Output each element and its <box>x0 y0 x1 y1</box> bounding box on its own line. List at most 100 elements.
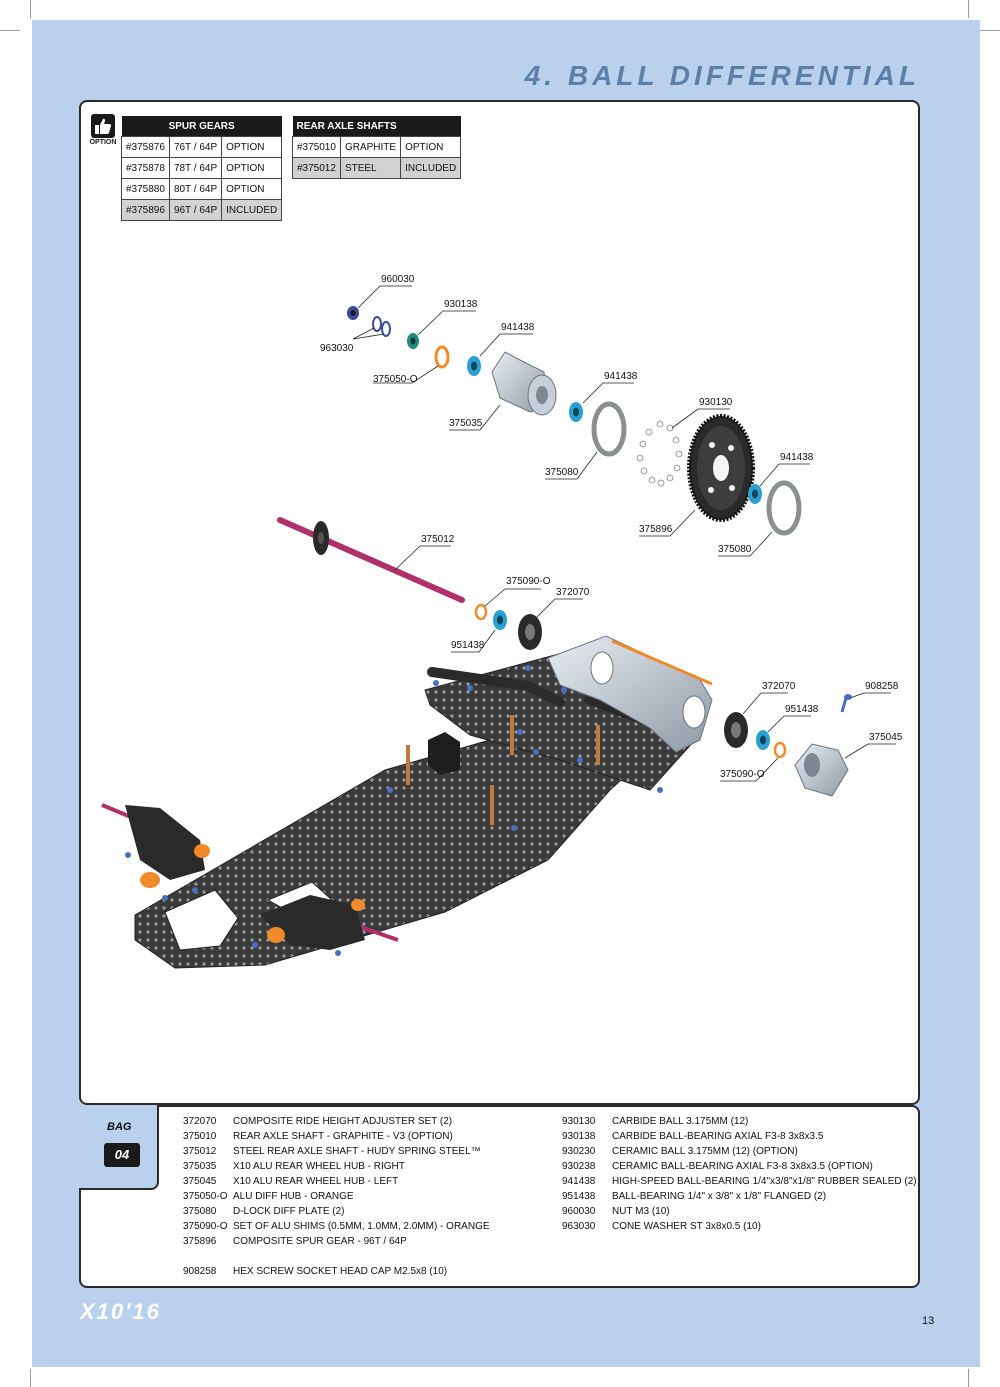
part-number-cell: #375012 <box>292 157 341 179</box>
spur-gear <box>687 414 755 522</box>
main-chassis <box>134 719 662 969</box>
page-number: 13 <box>922 1315 935 1327</box>
callout-label: 951438 <box>785 704 819 715</box>
part-number: 375010 <box>183 1131 217 1142</box>
center-post <box>428 732 460 775</box>
crop-mark <box>968 1369 969 1387</box>
table-row: #375880 80T / 64P OPTION <box>121 178 283 200</box>
part-description: CERAMIC BALL 3.175MM (12) (OPTION) <box>612 1146 798 1157</box>
callout-label: 930138 <box>444 299 478 310</box>
front-left-suspension <box>101 803 210 888</box>
table-row: #375878 78T / 64P OPTION <box>121 157 283 179</box>
spec-cell: 96T / 64P <box>168 199 223 221</box>
callout-label: 960030 <box>381 274 415 285</box>
thumbs-up-icon <box>91 114 115 138</box>
part-number: 375050-O <box>183 1191 228 1202</box>
spec-cell: STEEL <box>339 157 402 179</box>
spur-gears-table: SPUR GEARS #375876 76T / 64P OPTION #375… <box>121 116 283 221</box>
part-number: 960030 <box>562 1206 596 1217</box>
brand-logo: X10'16 <box>80 1299 161 1324</box>
callout-label: 941438 <box>604 371 638 382</box>
crop-mark <box>30 0 31 18</box>
part-description: STEEL REAR AXLE SHAFT - HUDY SPRING STEE… <box>233 1146 481 1157</box>
callout-label: 941438 <box>501 322 535 333</box>
part-description: CARBIDE BALL-BEARING AXIAL F3-8 3x8x3.5 <box>612 1131 824 1142</box>
bearing-941438 <box>748 484 762 504</box>
part-number-cell: #375896 <box>121 199 170 221</box>
exploded-diagram: 960030 930138 963030 941438 375050-O 941… <box>101 274 903 969</box>
spur-gears-title: SPUR GEARS <box>121 116 282 137</box>
bearing-941438 <box>569 402 583 422</box>
carbide-balls <box>636 420 683 487</box>
table-row: #375896 96T / 64P INCLUDED <box>121 199 283 221</box>
part-number: 941438 <box>562 1176 596 1187</box>
crop-mark <box>968 0 969 18</box>
callout-label: 908258 <box>865 681 899 692</box>
part-description: BALL-BEARING 1/4" x 3/8" x 1/8" FLANGED … <box>612 1191 827 1202</box>
pod-link-orange <box>611 639 713 686</box>
bearing-941438 <box>467 356 481 376</box>
hex-screw <box>840 694 852 713</box>
callout-label: 375896 <box>639 524 673 535</box>
part-number: 375045 <box>183 1176 217 1187</box>
status-cell: INCLUDED <box>400 157 462 179</box>
part-description: COMPOSITE SPUR GEAR - 96T / 64P <box>233 1236 407 1247</box>
flanged-bearing <box>756 730 770 750</box>
part-description: HEX SCREW SOCKET HEAD CAP M2.5x8 (10) <box>233 1266 448 1277</box>
part-description: ALU DIFF HUB - ORANGE <box>233 1191 354 1202</box>
part-number: 930230 <box>562 1146 596 1157</box>
part-description: CONE WASHER ST 3x8x0.5 (10) <box>612 1221 761 1232</box>
callout-label: 372070 <box>762 681 796 692</box>
list-item: 908258 HEX SCREW SOCKET HEAD CAP M2.5x8 (… <box>183 1264 490 1279</box>
crop-mark <box>30 1369 31 1387</box>
shim-orange <box>773 741 787 759</box>
diff-plate <box>766 480 802 536</box>
bag-parts-panel <box>79 1105 920 1288</box>
callout-label: 375080 <box>718 544 752 555</box>
page-title: 4. BALL DIFFERENTIAL <box>524 60 920 91</box>
part-number: 908258 <box>183 1266 217 1277</box>
callout-label: 375090-O <box>506 576 551 587</box>
shim-orange <box>474 603 488 621</box>
callout-label: 375090-O <box>720 769 765 780</box>
flanged-bearing <box>493 610 507 630</box>
status-cell: OPTION <box>221 157 283 179</box>
callout-label: 375080 <box>545 467 579 478</box>
list-item: 375050-O ALU DIFF HUB - ORANGE <box>183 1189 490 1204</box>
callout-label: 951438 <box>451 640 485 651</box>
bag-number: 04 <box>104 1143 140 1167</box>
part-number: 963030 <box>562 1221 596 1232</box>
part-description: COMPOSITE RIDE HEIGHT ADJUSTER SET (2) <box>233 1116 453 1127</box>
status-cell: INCLUDED <box>221 199 283 221</box>
part-number: 930130 <box>562 1116 596 1127</box>
part-number: 951438 <box>562 1191 596 1202</box>
spec-cell: 76T / 64P <box>168 136 223 158</box>
option-label: OPTION <box>89 139 117 146</box>
front-right-suspension <box>260 895 399 950</box>
callout-label: 963030 <box>320 343 354 354</box>
part-number: 375090-O <box>183 1221 228 1232</box>
callout-label: 372070 <box>556 587 590 598</box>
table-row: #375012 STEEL INCLUDED <box>292 157 462 179</box>
callout-label: 375035 <box>449 418 483 429</box>
alu-diff-hub-orange <box>434 345 450 369</box>
part-number: 375012 <box>183 1146 217 1157</box>
part-description: CERAMIC BALL-BEARING AXIAL F3-8 3x8x3.5 … <box>612 1161 873 1172</box>
part-number: 375896 <box>183 1236 217 1247</box>
part-description: SET OF ALU SHIMS (0.5MM, 1.0MM, 2.0MM) -… <box>233 1221 490 1232</box>
ride-height-adjuster <box>518 614 542 650</box>
rear-axle-shaft <box>277 517 465 603</box>
leader-lines <box>352 285 896 782</box>
callout-label: 375050-O <box>373 374 418 385</box>
option-badge: OPTION <box>89 114 117 146</box>
axial-bearing <box>407 333 419 349</box>
list-item: 375090-O SET OF ALU SHIMS (0.5MM, 1.0MM, … <box>183 1219 490 1234</box>
list-item: 375012 STEEL REAR AXLE SHAFT - HUDY SPRIN… <box>183 1144 490 1159</box>
